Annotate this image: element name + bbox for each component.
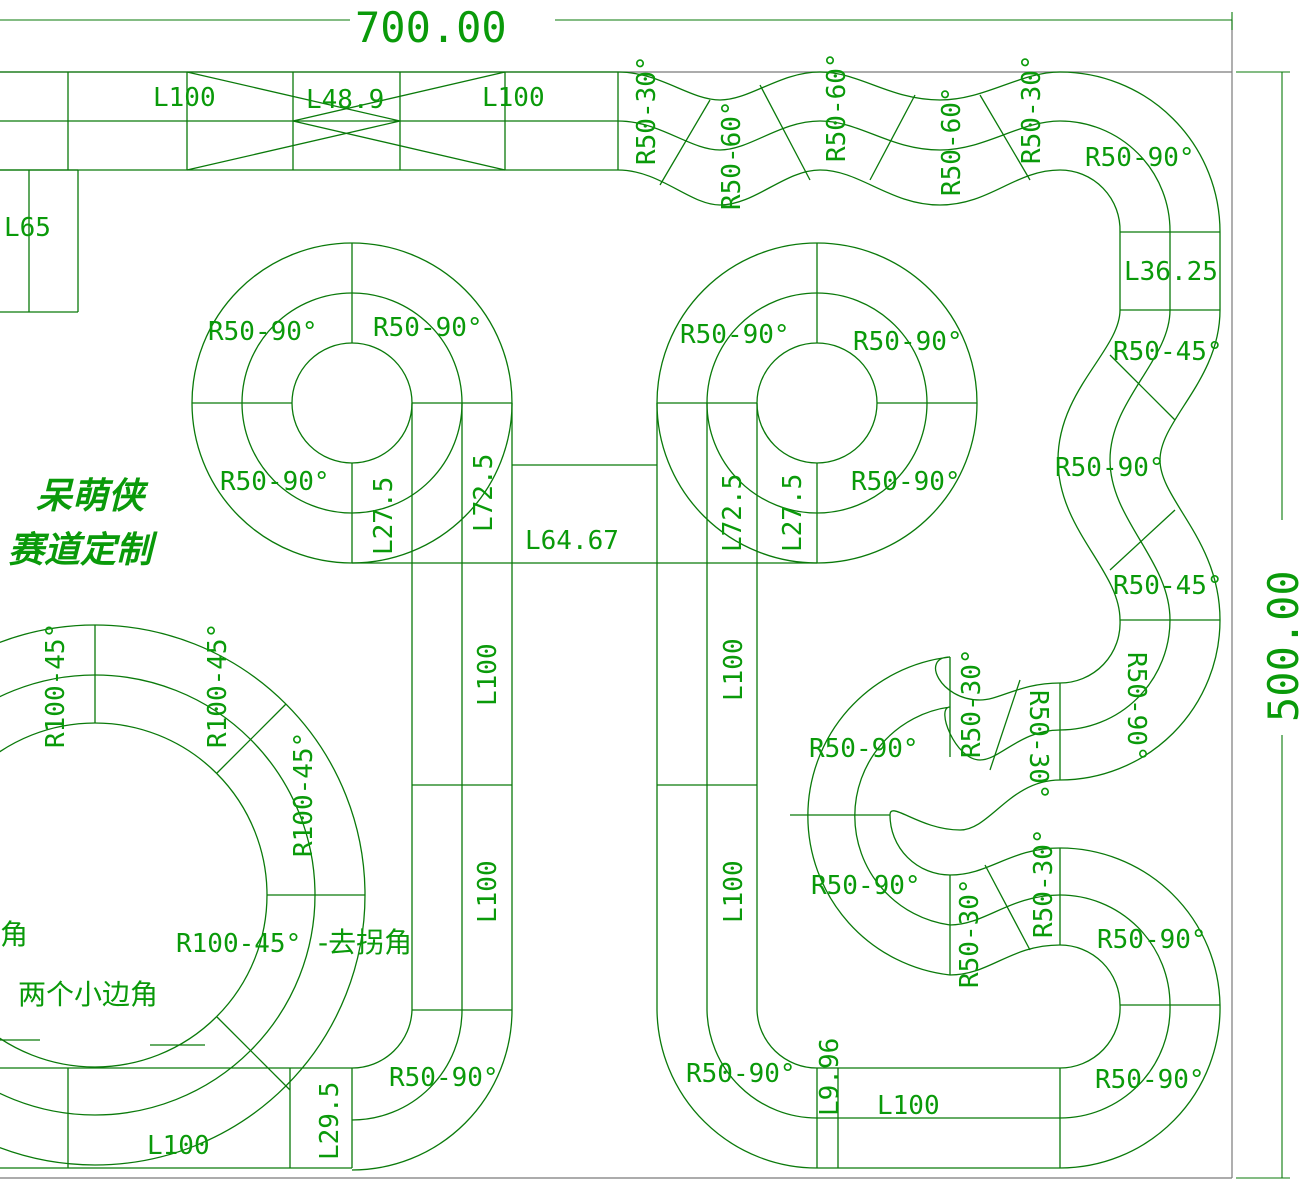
board-frame: [0, 20, 1233, 1179]
rc-r90-br-label: R50-90°: [851, 467, 961, 497]
middle-connector-track: [512, 464, 657, 564]
wave-r30-b-label: R50-30°: [1017, 54, 1047, 164]
bl-l295-label: L29.5: [315, 1082, 345, 1160]
bm-l100-label: L100: [877, 1091, 940, 1121]
corner-cut-label: 角: [0, 918, 28, 951]
br-r90-a-label: R50-90°: [1097, 925, 1207, 955]
rc-r90-tl-label: R50-90°: [680, 320, 790, 350]
top-straight-track: [0, 71, 619, 171]
left-stub-track: [0, 169, 79, 313]
big-r100-b-label: R100-45°: [203, 623, 233, 748]
right-r45-b-label: R50-45°: [1113, 571, 1223, 601]
right-r90-top-label: R50-90°: [1085, 143, 1195, 173]
col-l100-d-label: L100: [719, 860, 749, 923]
two-corners-label: 两个小边角: [18, 978, 158, 1011]
big-r100-a-label: R100-45°: [41, 623, 71, 748]
top-l48-label: L48.9: [306, 85, 384, 115]
bottom-middle-track: [656, 1009, 1061, 1169]
wave-r60-c-label: R50-60°: [937, 86, 967, 196]
sm-r30-a-label: R50-30°: [957, 648, 987, 758]
remove-corner-label: -去拐角: [318, 926, 412, 959]
big-r100-c-label: R100-45°: [289, 732, 319, 857]
bottom-left-track: [0, 1009, 513, 1171]
sm-r30-c-label: R50-30°: [955, 878, 985, 988]
lc-r90-tr-label: R50-90°: [373, 313, 483, 343]
bm-l996-label: L9.96: [815, 1038, 845, 1116]
snake-loop-track: [790, 656, 1221, 1169]
sm-r90-b-label: R50-90°: [811, 871, 921, 901]
bl-l100-label: L100: [147, 1131, 210, 1161]
big-ring-track: [0, 624, 366, 1166]
rc-l275-label: L27.5: [778, 474, 808, 552]
top-l100-a-label: L100: [153, 83, 216, 113]
dimension-lines: [0, 12, 1290, 1179]
right-l36-label: L36.25: [1124, 257, 1218, 287]
right-r90-mid-label: R50-90°: [1055, 453, 1165, 483]
bm-r90-label: R50-90°: [686, 1059, 796, 1089]
rc-l725-label: L72.5: [718, 474, 748, 552]
right-r90-rot-label: R50-90°: [1121, 652, 1151, 762]
right-loop-track: [656, 242, 978, 1010]
right-r45-a-label: R50-45°: [1113, 337, 1223, 367]
col-l100-b-label: L100: [473, 860, 503, 923]
sm-r90-a-label: R50-90°: [809, 734, 919, 764]
bl-r90-label: R50-90°: [389, 1063, 499, 1093]
rc-r90-tr-label: R50-90°: [853, 327, 963, 357]
wave-track: [617, 71, 1061, 206]
width-dimension-label: 700.00: [355, 3, 507, 52]
col-l100-a-label: L100: [473, 643, 503, 706]
br-r90-b-label: R50-90°: [1095, 1065, 1205, 1095]
watermark-line-2: 赛道定制: [8, 530, 158, 571]
sm-r30-b-label: R50-30°: [1023, 690, 1053, 800]
col-l100-c-label: L100: [719, 638, 749, 701]
lc-r90-bl-label: R50-90°: [220, 467, 330, 497]
lc-l275-label: L27.5: [369, 477, 399, 555]
wave-r60-b-label: R50-60°: [822, 52, 852, 162]
wave-r30-a-label: R50-30°: [632, 55, 662, 165]
mid-l6467-label: L64.67: [525, 526, 619, 556]
left-loop-track: [191, 242, 513, 1011]
top-l100-b-label: L100: [482, 83, 545, 113]
right-track: [1057, 71, 1221, 781]
watermark-line-1: 呆萌侠: [36, 476, 149, 517]
big-r100-d-label: R100-45°: [176, 929, 301, 959]
lc-l725-label: L72.5: [469, 454, 499, 532]
left-l65-label: L65: [4, 213, 51, 243]
lc-r90-tl-label: R50-90°: [208, 317, 318, 347]
height-dimension-label: 500.00: [1259, 570, 1302, 722]
sm-r30-d-label: R50-30°: [1029, 828, 1059, 938]
wave-r60-a-label: R50-60°: [717, 100, 747, 210]
